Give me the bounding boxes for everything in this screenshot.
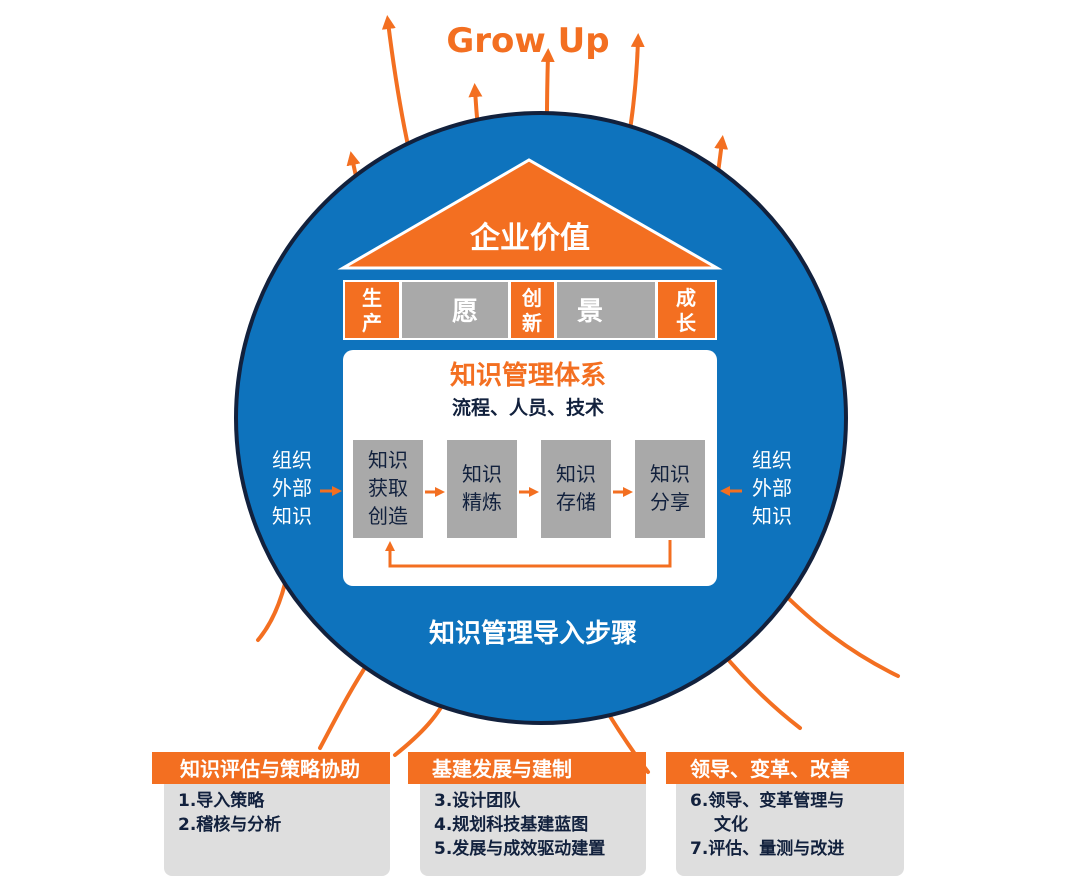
pillar-innovation (511, 282, 554, 338)
roof-triangle (337, 158, 723, 270)
step-box-store (541, 440, 611, 538)
card-infrastructure-item-3: 5.发展与成效驱动建置 (434, 838, 605, 859)
step-refine-line2: 精炼 (462, 490, 502, 514)
pillar-innovation-top: 创 (521, 286, 542, 310)
step-share-line1: 知识 (650, 462, 690, 486)
pillar-band: 生 产 愿 创 新 景 成 长 (343, 280, 717, 340)
pillar-wish (402, 282, 508, 338)
pillar-scene (557, 282, 655, 338)
pillar-growth-top: 成 (676, 286, 696, 310)
external-left-line3: 知识 (272, 504, 312, 528)
step-acquire-line2: 获取 (368, 476, 408, 500)
card-leadership-header: 领导、变革、改善 (690, 757, 850, 781)
root-2 (318, 658, 372, 750)
card-infrastructure-header-bg (408, 752, 646, 784)
feedback-loop-arrow (385, 540, 672, 568)
external-knowledge-right: 组织 外部 知识 (720, 448, 792, 528)
pillar-scene-label: 景 (577, 297, 603, 327)
external-right-line2: 外部 (752, 476, 792, 500)
external-right-line3: 知识 (752, 504, 792, 528)
root-6 (778, 588, 900, 678)
step-acquire-line1: 知识 (368, 448, 408, 472)
external-left-line2: 外部 (272, 476, 312, 500)
step-share-line2: 分享 (650, 490, 690, 514)
card-leadership-item-3: 7.评估、量测与改进 (690, 838, 844, 859)
grow-up-title: Grow Up (446, 21, 609, 61)
card-infrastructure-item-1: 3.设计团队 (434, 790, 521, 811)
km-steps: 知识 获取 创造 知识 精炼 知识 存储 知识 分享 (353, 440, 705, 538)
card-infrastructure-item-2: 4.规划科技基建蓝图 (434, 814, 588, 835)
card-leadership-header-bg (666, 752, 904, 784)
km-system-subtitle: 流程、人员、技术 (452, 396, 604, 419)
km-system-panel (343, 350, 717, 586)
step-arrows (385, 487, 672, 568)
step-store-line1: 知识 (556, 462, 596, 486)
card-infrastructure-header: 基建发展与建制 (432, 757, 572, 781)
step-acquire-line3: 创造 (368, 504, 408, 528)
pillar-production-top: 生 (362, 286, 382, 310)
steps-title: 知识管理导入步骤 (429, 618, 637, 649)
step-box-refine (447, 440, 517, 538)
card-leadership-item-2: 文化 (714, 814, 748, 835)
step-box-share (635, 440, 705, 538)
pillar-innovation-bottom: 新 (522, 311, 542, 335)
card-assessment: 知识评估与策略协助 1.导入策略 2.稽核与分析 (152, 752, 390, 876)
card-assessment-item-1: 1.导入策略 (178, 790, 265, 811)
card-leadership-item-1: 6.领导、变革管理与 (690, 790, 844, 811)
external-left-line1: 组织 (272, 448, 312, 472)
card-assessment-header: 知识评估与策略协助 (180, 757, 360, 781)
card-infrastructure: 基建发展与建制 3.设计团队 4.规划科技基建蓝图 5.发展与成效驱动建置 (408, 752, 646, 876)
card-leadership: 领导、变革、改善 6.领导、变革管理与 文化 7.评估、量测与改进 (666, 752, 904, 876)
step-refine-line1: 知识 (462, 462, 502, 486)
km-system-title: 知识管理体系 (450, 361, 606, 391)
pillar-production-bottom: 产 (362, 311, 382, 335)
step-store-line2: 存储 (556, 490, 596, 514)
root-5 (718, 648, 802, 730)
roof-title: 企业价值 (470, 221, 590, 256)
pillar-wish-label: 愿 (452, 297, 478, 327)
step-box-acquire (353, 440, 423, 538)
pillar-growth-bottom: 长 (676, 311, 697, 335)
external-right-line1: 组织 (752, 448, 792, 472)
external-knowledge-left: 组织 外部 知识 (272, 448, 342, 528)
pillar-growth (658, 282, 715, 338)
card-assessment-header-bg (152, 752, 390, 784)
card-assessment-item-2: 2.稽核与分析 (178, 814, 281, 835)
pillar-production (345, 282, 399, 338)
